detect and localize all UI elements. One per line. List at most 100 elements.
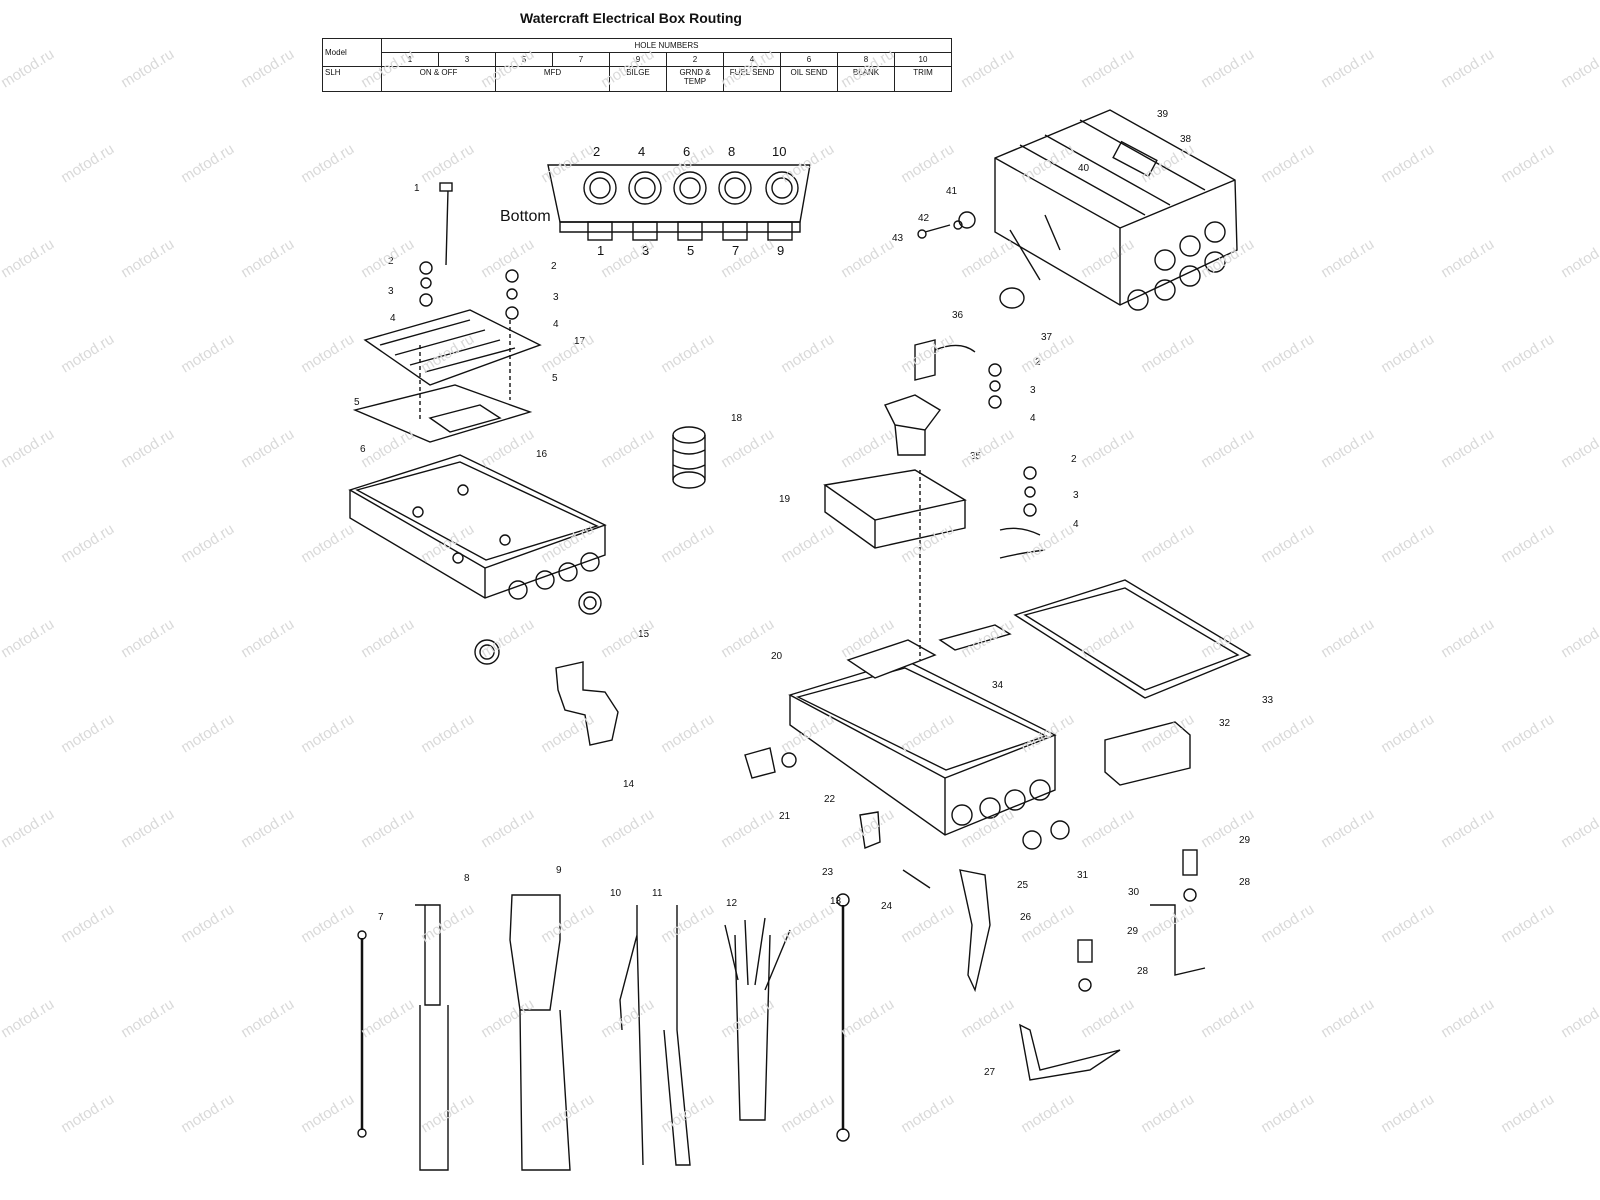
wiring-harnesses xyxy=(357,849,1206,1171)
hole-numbers-header: HOLE NUMBERS xyxy=(381,38,952,53)
part-callout: 13 xyxy=(830,896,842,907)
function-cell: GRND & TEMP xyxy=(666,66,724,92)
part-callout: 3 xyxy=(1030,385,1036,396)
part-callout: 11 xyxy=(652,888,663,899)
part-callout: 2 xyxy=(551,261,557,272)
hole-number-cell: 10 xyxy=(894,52,952,67)
part-callout: 42 xyxy=(918,213,930,224)
part-callout: 31 xyxy=(1077,870,1089,881)
part-callout: 15 xyxy=(638,629,650,640)
part-callout: 34 xyxy=(992,680,1004,691)
hole-number-label: 7 xyxy=(732,243,740,258)
part-callout: 8 xyxy=(464,873,470,884)
connector-strip-bottom-view xyxy=(547,164,811,241)
part-callout: 41 xyxy=(946,186,958,197)
assembled-box-top-right xyxy=(917,109,1238,311)
function-cell: TRIM xyxy=(894,66,952,92)
hole-number-label: 6 xyxy=(683,144,691,159)
function-cell: MFD xyxy=(495,66,610,92)
model-header: Model xyxy=(322,38,382,67)
function-cell: ON & OFF xyxy=(381,66,496,92)
part-callout: 10 xyxy=(610,888,622,899)
part-callout: 3 xyxy=(388,286,394,297)
part-callout: 20 xyxy=(771,651,783,662)
part-callout: 1 xyxy=(414,183,420,194)
part-callout: 37 xyxy=(1041,332,1053,343)
part-callout: 6 xyxy=(360,444,366,455)
part-callout: 28 xyxy=(1239,877,1251,888)
main-box-lower xyxy=(744,470,1070,889)
part-callout: 28 xyxy=(1137,966,1149,977)
left-box-assembly xyxy=(348,182,607,665)
hole-number-label: 9 xyxy=(777,243,785,258)
part-callout: 26 xyxy=(1020,912,1032,923)
bottom-view-label: Bottom xyxy=(500,208,551,225)
part-callout: 39 xyxy=(1157,109,1169,120)
model-cell: SLH xyxy=(322,66,382,92)
hole-number-cell: 5 xyxy=(495,52,553,67)
hole-number-label: 3 xyxy=(642,243,650,258)
part-callout: 5 xyxy=(552,373,558,384)
part-callout: 23 xyxy=(822,867,834,878)
part-callout: 33 xyxy=(1262,695,1274,706)
solenoid-35 xyxy=(884,339,1046,559)
part-callout: 25 xyxy=(1017,880,1029,891)
module-32 xyxy=(1104,721,1191,786)
part-callout: 43 xyxy=(892,233,904,244)
hole-number-cell: 2 xyxy=(666,52,724,67)
hole-number-label: 5 xyxy=(687,243,695,258)
part-callout: 5 xyxy=(354,397,360,408)
ferrite-18 xyxy=(672,426,706,489)
part-callout: 35 xyxy=(970,451,982,462)
hole-number-cell: 3 xyxy=(438,52,496,67)
part-callout: 29 xyxy=(1127,926,1139,937)
part-callout: 3 xyxy=(553,292,559,303)
hole-number-cell: 6 xyxy=(780,52,838,67)
part-callout: 30 xyxy=(1128,887,1140,898)
bracket-14 xyxy=(555,661,619,746)
gasket-33 xyxy=(1013,579,1252,699)
part-callout: 21 xyxy=(779,811,791,822)
part-callout: 4 xyxy=(553,319,559,330)
part-callout: 24 xyxy=(881,901,893,912)
function-cell: OIL SEND xyxy=(780,66,838,92)
hole-number-label: 8 xyxy=(728,144,736,159)
part-callout: 4 xyxy=(390,313,396,324)
part-callout: 4 xyxy=(1073,519,1079,530)
part-callout: 4 xyxy=(1030,413,1036,424)
part-callout: 18 xyxy=(731,413,743,424)
hole-number-label: 10 xyxy=(772,144,787,159)
part-callout: 2 xyxy=(1071,454,1077,465)
part-callout: 22 xyxy=(824,794,836,805)
hole-number-cell: 9 xyxy=(609,52,667,67)
part-callout: 9 xyxy=(556,865,562,876)
hole-number-label: 4 xyxy=(638,144,646,159)
diagram-title: Watercraft Electrical Box Routing xyxy=(520,10,742,26)
part-callout: 38 xyxy=(1180,134,1192,145)
part-callout: 2 xyxy=(1035,357,1041,368)
part-callout: 14 xyxy=(623,779,635,790)
hole-number-cell: 8 xyxy=(837,52,895,67)
module-19 xyxy=(823,469,967,549)
hole-number-label: 1 xyxy=(597,243,605,258)
part-callout: 17 xyxy=(574,336,586,347)
function-cell: BILGE xyxy=(609,66,667,92)
part-callout: 29 xyxy=(1239,835,1251,846)
part-callout: 19 xyxy=(779,494,791,505)
part-callout: 2 xyxy=(388,256,394,267)
table-header-row: Model HOLE NUMBERS xyxy=(322,38,952,67)
hole-number-cell: 1 xyxy=(381,52,439,67)
function-cell: BLANK xyxy=(837,66,895,92)
part-callout: 32 xyxy=(1219,718,1231,729)
hole-number-cell: 4 xyxy=(723,52,781,67)
part-callout: 40 xyxy=(1078,163,1090,174)
hole-number-label: 2 xyxy=(593,144,601,159)
hole-number-cell: 7 xyxy=(552,52,610,67)
part-callout: 7 xyxy=(378,912,384,923)
part-callout: 36 xyxy=(952,310,964,321)
